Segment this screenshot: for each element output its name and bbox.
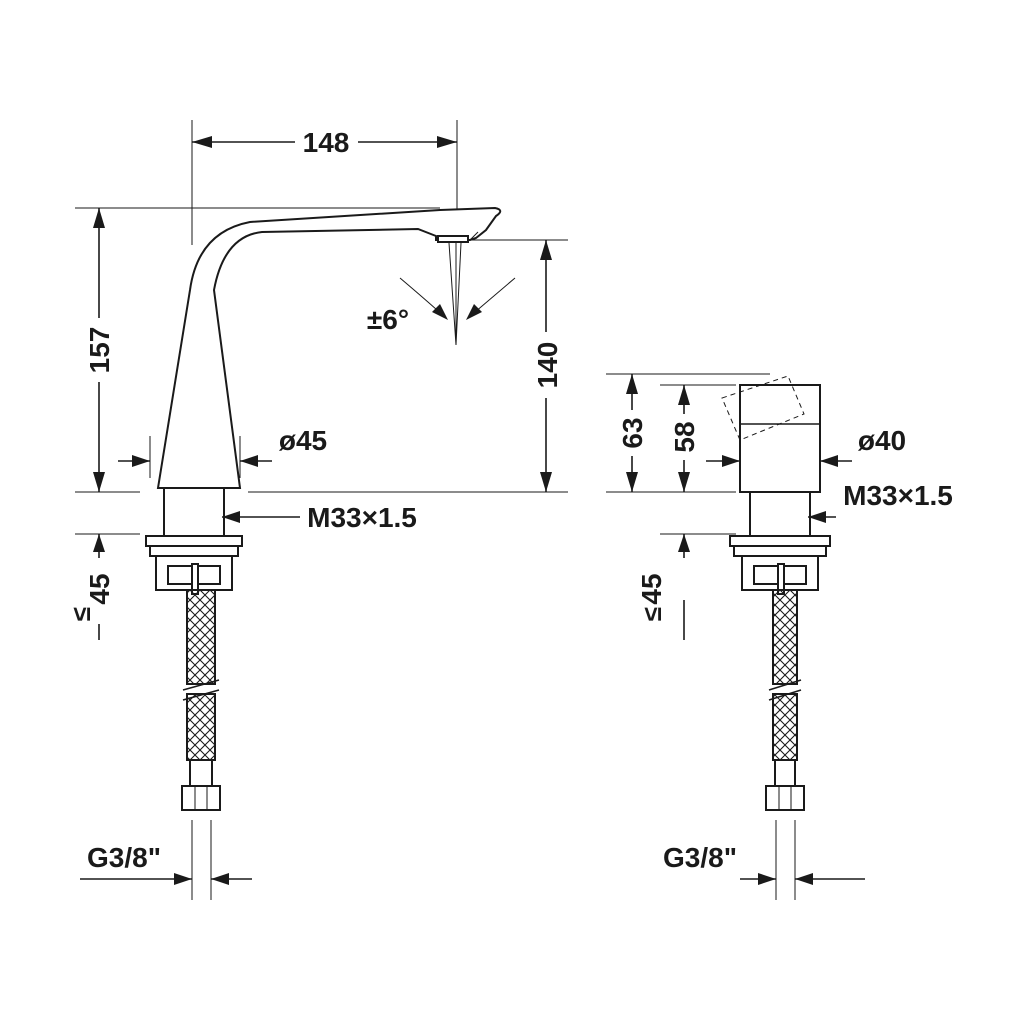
spout-height-total-label: 157 — [84, 327, 115, 374]
handle-connection-label: G3/8" — [663, 842, 737, 873]
spout-aerator — [437, 235, 469, 243]
arrowhead — [626, 374, 638, 394]
spout-diameter-label: ø45 — [279, 425, 327, 456]
spout-tip-detail — [469, 231, 479, 241]
arrowhead — [93, 208, 105, 228]
arrowhead — [678, 385, 690, 405]
arrowhead — [240, 455, 258, 467]
arrowhead — [192, 136, 212, 148]
arrowhead — [466, 304, 482, 320]
washer — [145, 535, 243, 547]
arrowhead — [93, 472, 105, 492]
connection-nut — [765, 785, 805, 811]
spout-angle-label: ±6° — [367, 304, 409, 335]
handle-assembly: 63 58 ø40 M33×1.5 45 ≤ — [606, 373, 953, 900]
washer — [149, 545, 239, 557]
hose-ferrule — [774, 759, 796, 787]
lever-rotated-outline — [721, 375, 805, 441]
spout-width-label: 148 — [303, 127, 350, 158]
arrowhead — [540, 240, 552, 260]
arrowhead — [211, 873, 229, 885]
arrowhead — [758, 873, 776, 885]
spout-outlet-height-label: 140 — [532, 342, 563, 389]
arrowhead — [678, 534, 690, 552]
handle-thread-label: M33×1.5 — [843, 480, 953, 511]
handle-height-body-label: 58 — [669, 421, 700, 452]
max-symbol: ≤ — [637, 607, 667, 621]
handle-diameter-label: ø40 — [858, 425, 906, 456]
threaded-shank — [749, 491, 811, 537]
arrowhead — [722, 455, 740, 467]
hose-ferrule — [189, 759, 213, 787]
arrowhead — [432, 304, 448, 320]
arrowhead — [222, 511, 240, 523]
braided-hose — [186, 693, 216, 761]
max-symbol: ≤ — [66, 607, 96, 621]
spout-assembly: 148 157 140 ±6° ø45 M33× — [66, 120, 568, 900]
break-line — [182, 689, 220, 701]
threaded-shank — [163, 487, 225, 537]
handle-max-counter-label: 45 — [636, 573, 667, 604]
arrowhead — [174, 873, 192, 885]
spout-body — [156, 206, 502, 489]
arrowhead — [795, 873, 813, 885]
spout-max-counter-label: 45 — [84, 573, 115, 604]
braided-hose — [186, 589, 216, 685]
arrowhead — [93, 534, 105, 552]
braided-hose — [772, 589, 798, 685]
handle-height-total-label: 63 — [617, 417, 648, 448]
spout-connection-label: G3/8" — [87, 842, 161, 873]
water-jet — [448, 242, 462, 346]
break-line — [768, 689, 802, 701]
arrowhead — [437, 136, 457, 148]
washer — [729, 535, 831, 547]
arrowhead — [808, 511, 826, 523]
break-line — [768, 679, 802, 691]
spout-thread-label: M33×1.5 — [307, 502, 417, 533]
arrowhead — [678, 472, 690, 492]
arrowhead — [820, 455, 838, 467]
arrowhead — [132, 455, 150, 467]
handle-body — [739, 384, 821, 493]
connection-nut — [181, 785, 221, 811]
arrowhead — [626, 472, 638, 492]
washer — [733, 545, 827, 557]
break-line — [182, 679, 220, 691]
arrowhead — [540, 472, 552, 492]
braided-hose — [772, 693, 798, 761]
